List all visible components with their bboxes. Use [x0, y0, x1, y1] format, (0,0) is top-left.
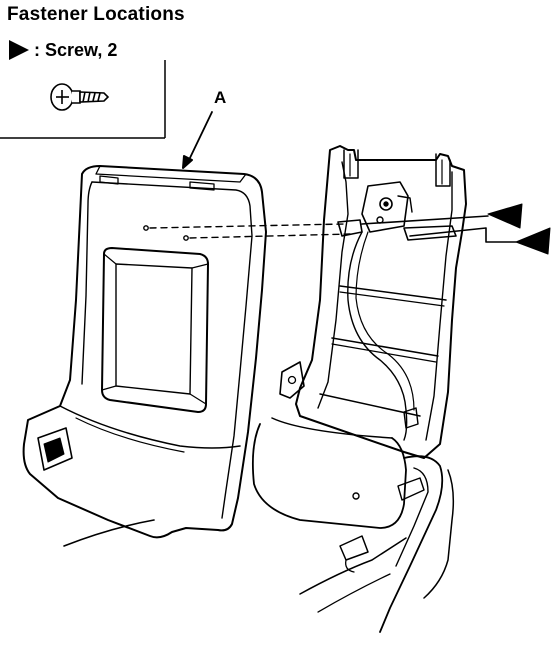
callout-label-a: A — [214, 88, 227, 107]
screw-alignment-lines — [149, 223, 351, 239]
screw-marker-upper — [487, 203, 523, 229]
seat-back-frame — [251, 145, 467, 633]
diagram-title: Fastener Locations — [7, 4, 185, 25]
legend-label: : Screw, 2 — [34, 40, 118, 60]
callout-a-leader — [182, 111, 213, 169]
seat-back-cover-panel — [22, 165, 267, 547]
screw-icon — [50, 83, 110, 111]
legend-box — [0, 40, 166, 139]
screw-marker-lower — [515, 227, 551, 255]
screw-location-markers — [361, 203, 551, 255]
triangle-marker-icon — [9, 40, 29, 60]
